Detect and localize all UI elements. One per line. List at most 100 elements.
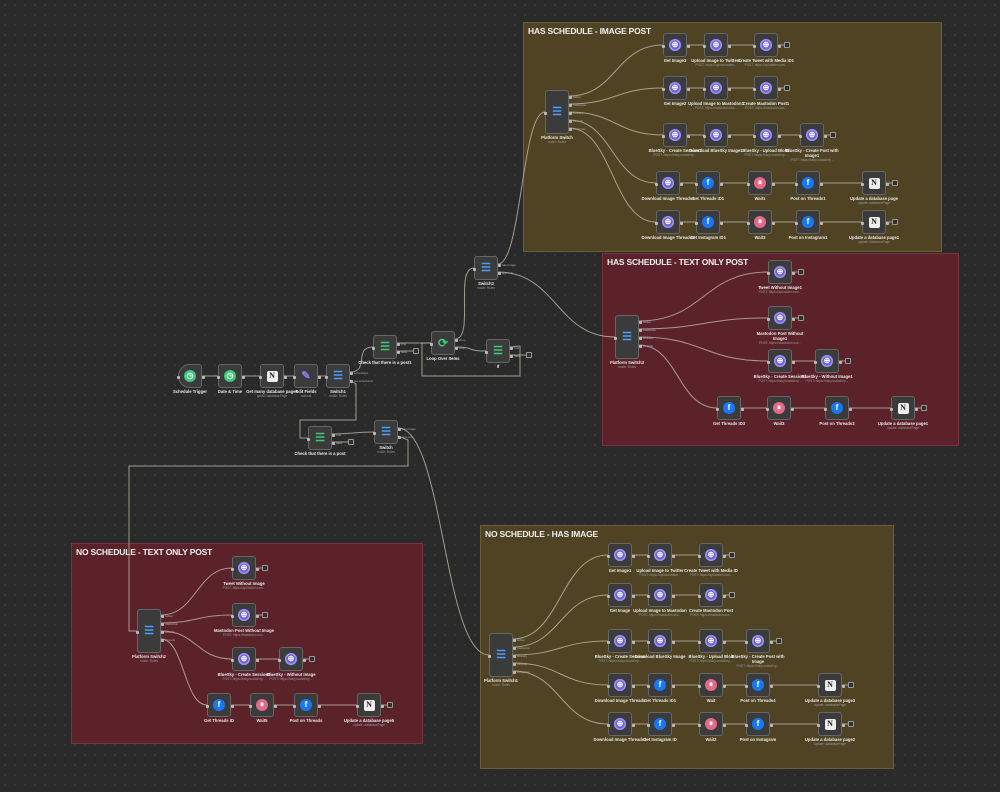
node-wait1[interactable]: ⏸Wait1	[747, 171, 775, 201]
add-node-button[interactable]	[776, 638, 782, 644]
add-node-button[interactable]	[262, 565, 268, 571]
output-port[interactable]	[719, 182, 723, 186]
input-port[interactable]	[795, 182, 798, 186]
output-port[interactable]	[317, 704, 321, 708]
input-port[interactable]	[698, 723, 701, 727]
output-port[interactable]	[396, 350, 400, 354]
input-port[interactable]	[662, 134, 665, 138]
output-port[interactable]	[841, 684, 845, 688]
output-port[interactable]	[302, 658, 306, 662]
output-port[interactable]	[769, 684, 773, 688]
input-port[interactable]	[307, 437, 310, 441]
input-port[interactable]	[817, 723, 820, 727]
input-port[interactable]	[488, 654, 491, 658]
output-port[interactable]	[397, 427, 401, 431]
input-port[interactable]	[890, 407, 893, 411]
output-port[interactable]	[638, 336, 642, 340]
add-node-button[interactable]	[848, 721, 854, 727]
output-port[interactable]	[638, 328, 642, 332]
add-node-button[interactable]	[845, 358, 851, 364]
input-port[interactable]	[544, 111, 547, 115]
output-port[interactable]	[497, 263, 501, 267]
input-port[interactable]	[485, 350, 488, 354]
input-port[interactable]	[745, 640, 748, 644]
input-port[interactable]	[767, 271, 770, 275]
output-port[interactable]	[160, 638, 164, 642]
output-port[interactable]	[838, 360, 842, 364]
input-port[interactable]	[767, 360, 770, 364]
input-port[interactable]	[703, 134, 706, 138]
node-download-bluesky-image[interactable]: ⊕Download BlueSky Image	[635, 629, 685, 659]
output-port[interactable]	[317, 375, 321, 379]
add-node-button[interactable]	[387, 702, 393, 708]
output-port[interactable]	[885, 221, 889, 225]
input-port[interactable]	[703, 44, 706, 48]
input-port[interactable]	[695, 221, 698, 225]
input-port[interactable]	[824, 407, 827, 411]
input-port[interactable]	[716, 407, 719, 411]
input-port[interactable]	[293, 704, 296, 708]
output-port[interactable]	[568, 95, 572, 99]
input-port[interactable]	[747, 182, 750, 186]
node-download-image-threads[interactable]: ⊕Download Image Threads	[595, 673, 645, 703]
output-port[interactable]	[230, 704, 234, 708]
output-port[interactable]	[777, 134, 781, 138]
output-port[interactable]	[769, 723, 773, 727]
output-port[interactable]	[631, 594, 635, 598]
output-port[interactable]	[631, 723, 635, 727]
input-port[interactable]	[817, 684, 820, 688]
input-port[interactable]	[745, 723, 748, 727]
input-port[interactable]	[249, 704, 252, 708]
output-port[interactable]	[241, 375, 245, 379]
output-port[interactable]	[771, 221, 775, 225]
output-port[interactable]	[914, 407, 918, 411]
input-port[interactable]	[753, 87, 756, 91]
output-port[interactable]	[791, 271, 795, 275]
output-port[interactable]	[454, 346, 458, 350]
output-port[interactable]	[841, 723, 845, 727]
add-node-button[interactable]	[848, 682, 854, 688]
input-port[interactable]	[293, 375, 296, 379]
output-port[interactable]	[380, 704, 384, 708]
input-port[interactable]	[745, 684, 748, 688]
output-port[interactable]	[679, 221, 683, 225]
node-schedule-trigger[interactable]: ◷Schedule Trigger	[173, 364, 207, 394]
output-port[interactable]	[255, 614, 259, 618]
input-port[interactable]	[703, 87, 706, 91]
output-port[interactable]	[255, 567, 259, 571]
input-port[interactable]	[607, 594, 610, 598]
input-port[interactable]	[698, 684, 701, 688]
input-port[interactable]	[698, 594, 701, 598]
output-port[interactable]	[497, 271, 501, 275]
add-node-button[interactable]	[892, 180, 898, 186]
input-port[interactable]	[278, 658, 281, 662]
output-port[interactable]	[512, 638, 516, 642]
input-port[interactable]	[647, 723, 650, 727]
output-port[interactable]	[568, 111, 572, 115]
input-port[interactable]	[647, 554, 650, 558]
